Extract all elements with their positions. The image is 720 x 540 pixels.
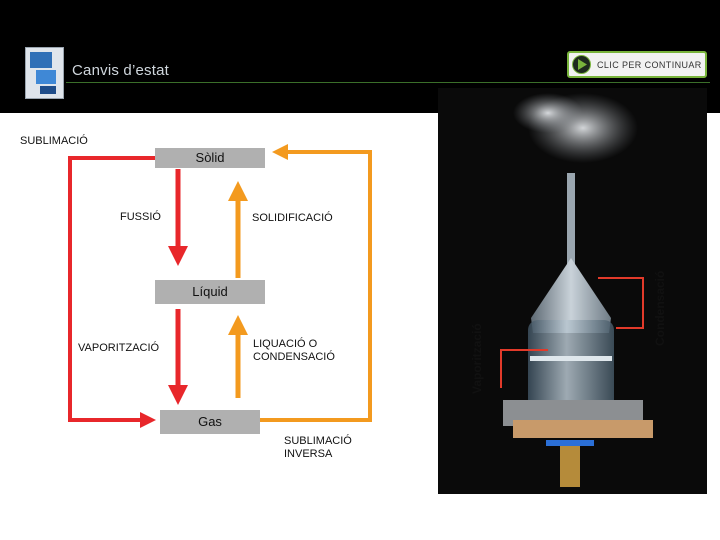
state-solid: Sòlid bbox=[155, 148, 265, 168]
label-vaporization: VAPORITZACIÓ bbox=[78, 342, 160, 354]
app-logo-icon bbox=[25, 47, 64, 99]
label-condensation-photo: Condensació bbox=[653, 270, 667, 346]
label-liquefaction-line2: CONDENSACIÓ bbox=[253, 351, 335, 363]
sublimation-arrow bbox=[68, 156, 156, 428]
experiment-photo bbox=[438, 88, 707, 494]
label-inverse-sublimation-line2: INVERSA bbox=[284, 448, 333, 460]
continue-button-label: CLIC PER CONTINUAR bbox=[597, 60, 702, 70]
states-diagram: SUBLIMACIÓ Sòlid FUSSIÓ SOLIDIFICACIÓ Lí… bbox=[0, 113, 430, 493]
label-sublimation: SUBLIMACIÓ bbox=[20, 135, 88, 147]
page-title: Canvis d’estat bbox=[72, 62, 170, 79]
label-solidification: SOLIDIFICACIÓ bbox=[252, 212, 333, 224]
label-vaporization-photo: Vaporització bbox=[470, 323, 484, 394]
label-inverse-sublimation-line1: SUBLIMACIÓ bbox=[284, 435, 352, 447]
state-liquid: Líquid bbox=[155, 280, 265, 304]
continue-button[interactable]: CLIC PER CONTINUAR bbox=[567, 51, 707, 78]
inverse-sublimation-arrow bbox=[240, 144, 372, 422]
state-gas: Gas bbox=[160, 410, 260, 434]
title-divider bbox=[66, 82, 710, 83]
label-liquefaction-line1: LIQUACIÓ O bbox=[253, 338, 318, 350]
play-icon bbox=[572, 55, 591, 74]
label-fusion: FUSSIÓ bbox=[120, 211, 161, 223]
header-bar: Canvis d’estat CLIC PER CONTINUAR bbox=[0, 0, 720, 113]
arrows-layer bbox=[68, 144, 372, 428]
